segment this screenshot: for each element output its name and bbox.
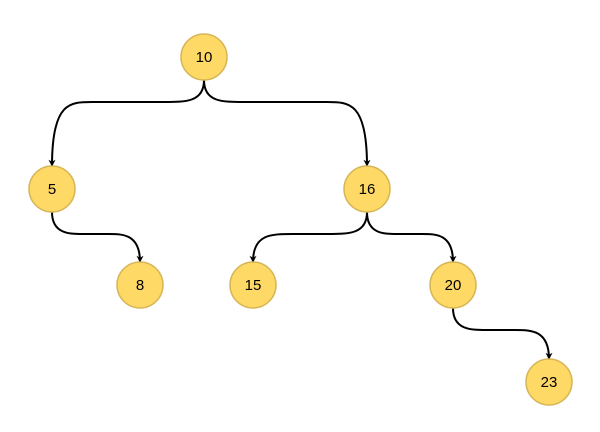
node-label: 23 (541, 374, 558, 391)
tree-node-8: 8 (116, 261, 164, 309)
node-circle (343, 165, 391, 213)
edges-layer (48, 79, 553, 360)
node-label: 16 (359, 181, 376, 198)
node-label: 20 (445, 277, 462, 294)
node-label: 10 (196, 49, 213, 66)
nodes-layer: 10 5 16 8 15 20 23 (28, 33, 573, 406)
node-circle (116, 261, 164, 309)
node-label: 5 (48, 181, 56, 198)
node-label: 8 (136, 277, 144, 294)
edge-n10-n16 (203, 79, 371, 167)
edge-n16-n15 (249, 211, 368, 263)
node-circle (180, 33, 228, 81)
tree-node-15: 15 (229, 261, 277, 309)
edge-n20-n23 (452, 307, 553, 360)
edge-n10-n5 (48, 79, 205, 167)
node-label: 15 (245, 277, 262, 294)
tree-node-20: 20 (429, 261, 477, 309)
tree-node-16: 16 (343, 165, 391, 213)
edge-n5-n8 (51, 211, 144, 263)
tree-node-10: 10 (180, 33, 228, 81)
node-circle (229, 261, 277, 309)
node-circle (525, 358, 573, 406)
edge-n16-n20 (366, 211, 457, 263)
node-circle (28, 165, 76, 213)
node-circle (429, 261, 477, 309)
tree-node-23: 23 (525, 358, 573, 406)
tree-node-5: 5 (28, 165, 76, 213)
